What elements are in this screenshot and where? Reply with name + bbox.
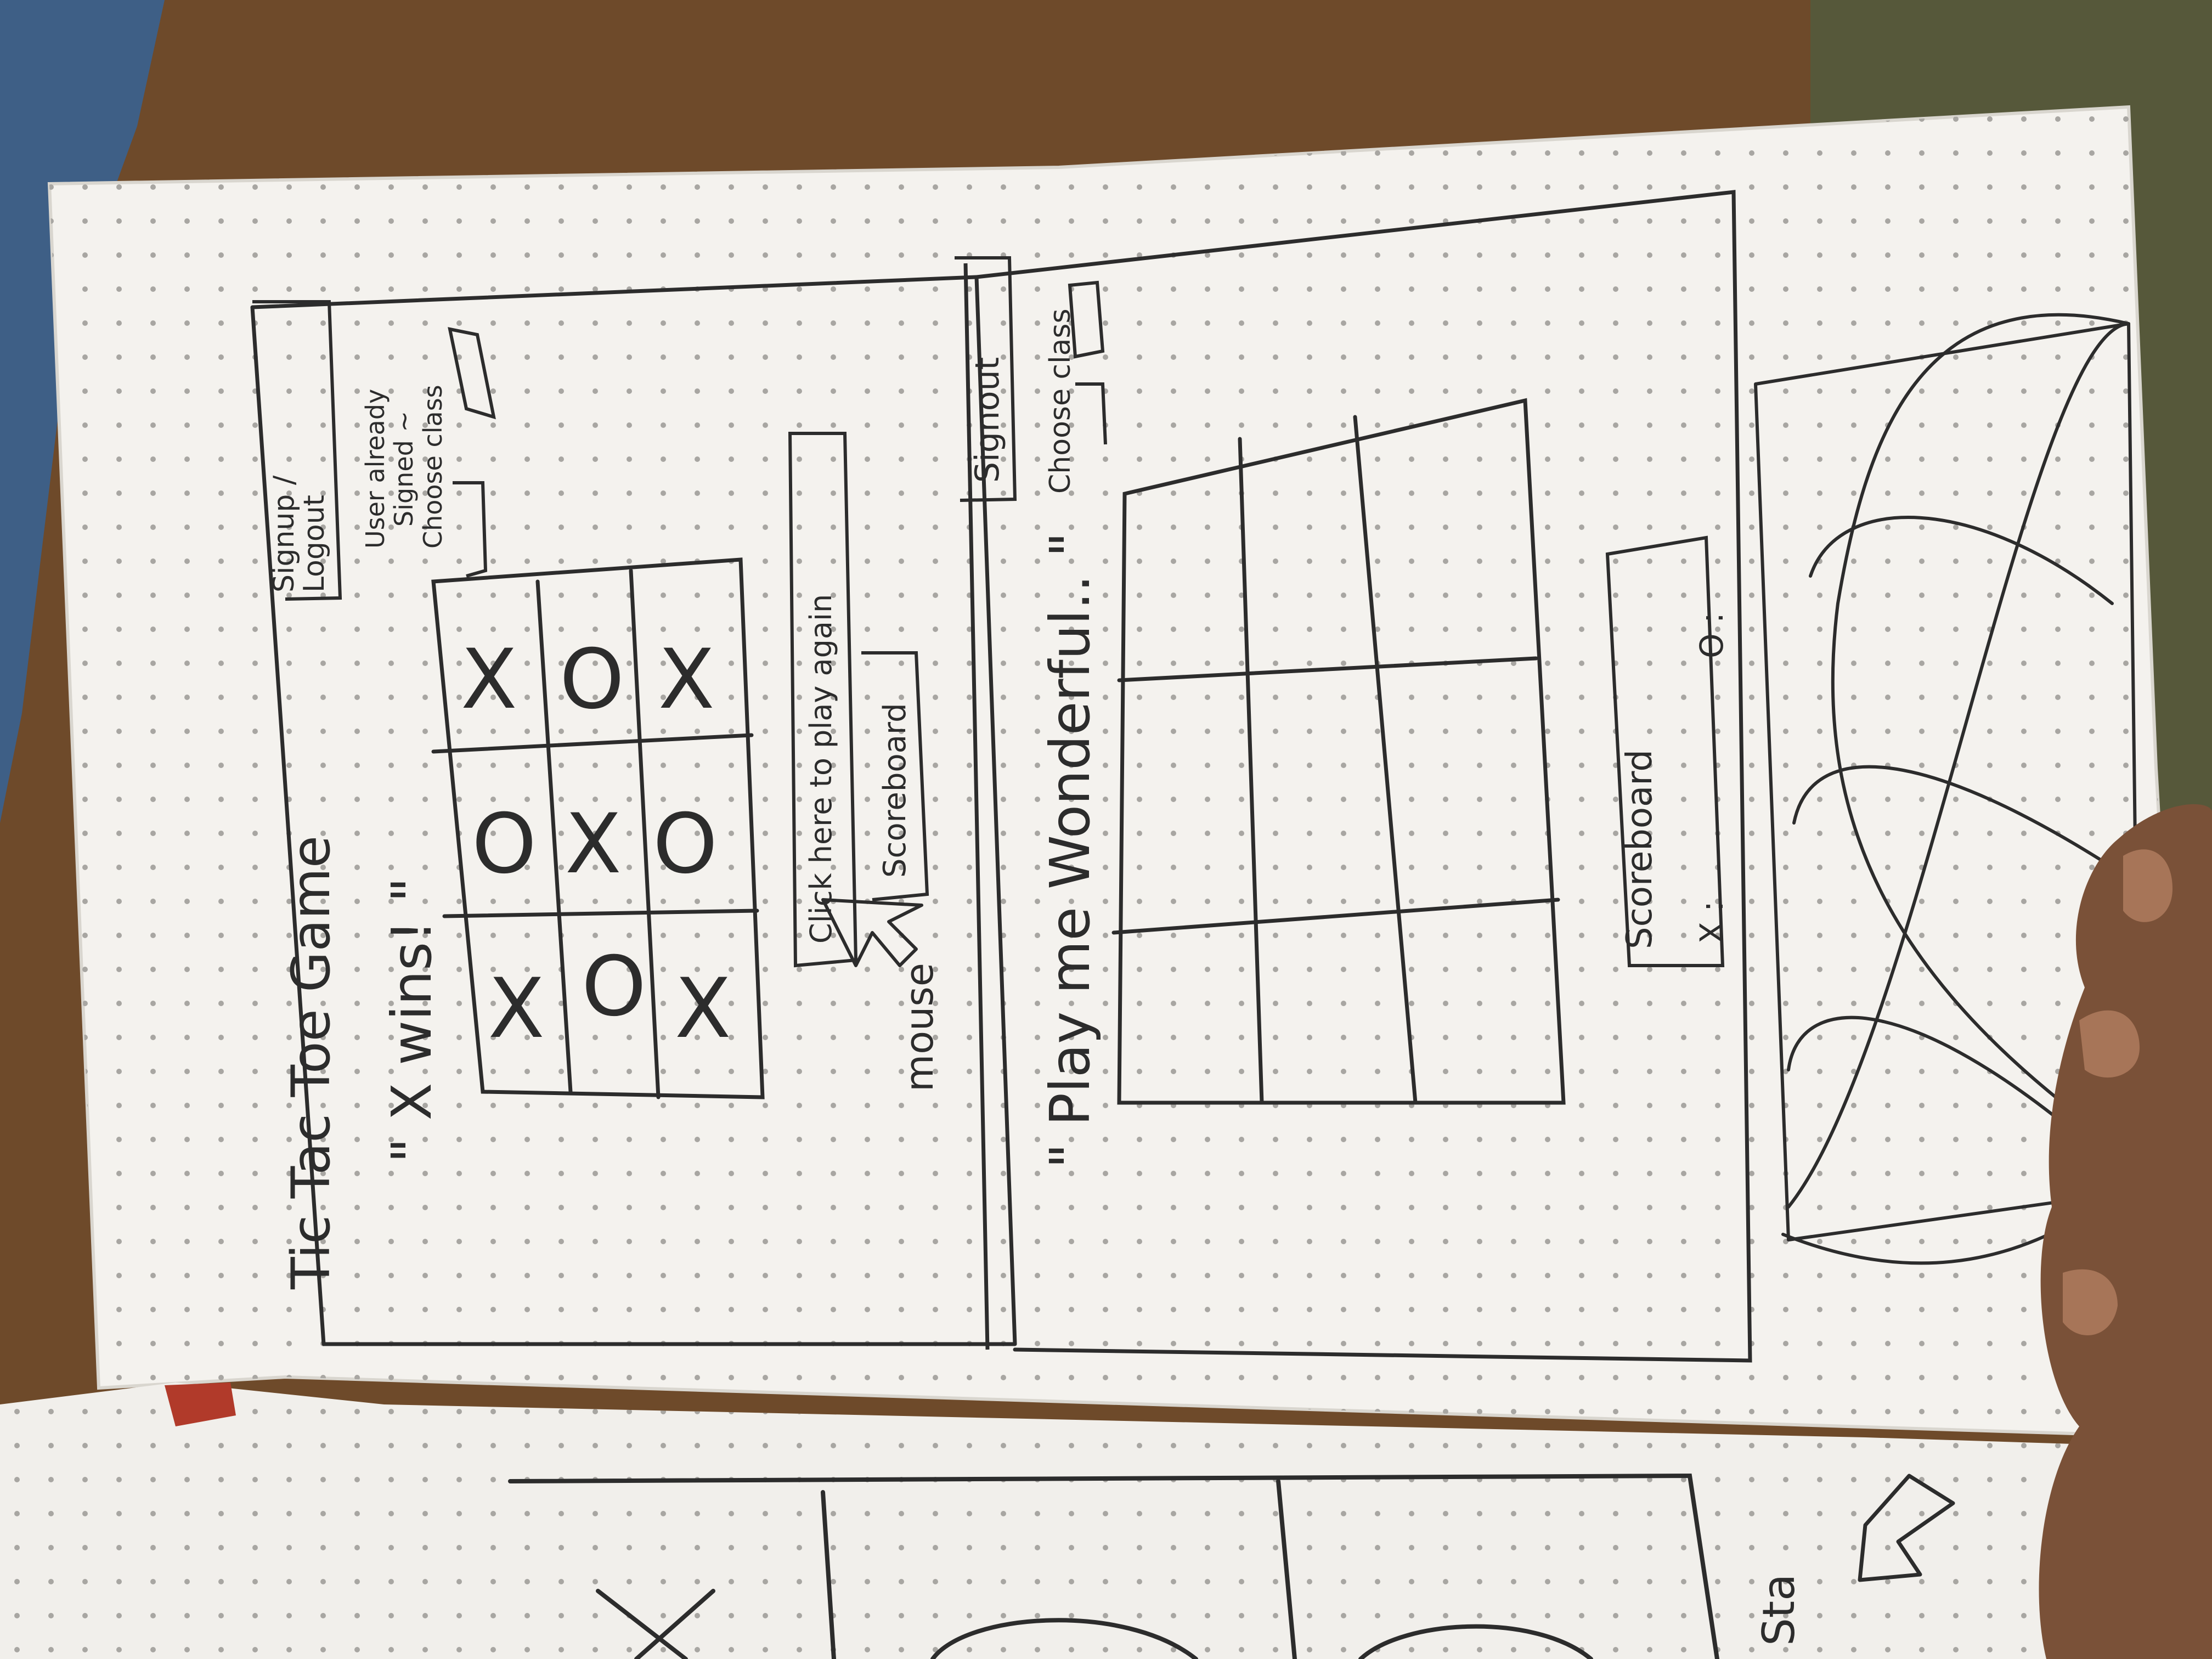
- choose-class-text: Choose class: [1044, 308, 1077, 494]
- svg-text:X :: X :: [1693, 901, 1730, 944]
- lower-page-dots: [0, 1383, 2212, 1659]
- board-cell[interactable]: O: [582, 939, 646, 1035]
- partial-text: Sta: [1753, 1574, 1804, 1646]
- svg-text:Signup /: Signup /: [268, 475, 301, 592]
- svg-text:Choose class: Choose class: [418, 385, 448, 549]
- cursor-arrow-icon: [821, 898, 923, 967]
- svg-text:Choose class: Choose class: [1044, 308, 1077, 494]
- svg-text:Sta: Sta: [1753, 1574, 1804, 1646]
- board-cell[interactable]: O: [560, 632, 624, 727]
- scoreboard-panel: Scoreboard X : O :: [1605, 535, 1730, 967]
- svg-text:" Play me Wonderful.. ": " Play me Wonderful.. ": [1038, 532, 1102, 1169]
- screen1-frame: [250, 275, 1017, 1346]
- svg-text:Logout: Logout: [298, 495, 331, 592]
- mouse-label: mouse: [897, 963, 942, 1092]
- svg-text:Scoreboard: Scoreboard: [877, 703, 913, 878]
- checkbox-icon[interactable]: [1068, 280, 1105, 359]
- board-cell[interactable]: X: [488, 961, 545, 1057]
- down-left-arrow-icon: [1858, 1474, 1955, 1582]
- svg-text:mouse: mouse: [897, 963, 942, 1092]
- scoreboard-button[interactable]: Scoreboard: [861, 651, 929, 901]
- checkbox-icon[interactable]: [1075, 382, 1107, 445]
- board-cell[interactable]: X: [565, 797, 622, 892]
- board-marks: X O X O X O X O X: [461, 632, 731, 1057]
- phone-device: [0, 0, 165, 823]
- screen1-result-text: " X wins! ": [380, 877, 444, 1163]
- svg-text:Tic Tac Toe Game: Tic Tac Toe Game: [280, 836, 342, 1290]
- board-cell[interactable]: O: [653, 797, 718, 892]
- screen1-title: Tic Tac Toe Game: [280, 836, 342, 1290]
- screen2-frame: [974, 190, 1752, 1363]
- already-signed-text: User already Signed ~ Choose class: [360, 385, 448, 549]
- board-cell[interactable]: X: [658, 632, 715, 727]
- svg-text:" X wins! ": " X wins! ": [380, 877, 444, 1163]
- signup-logout-button[interactable]: Signup / Logout: [252, 300, 342, 601]
- screen-divider: [963, 263, 990, 1350]
- svg-text:User already: User already: [360, 389, 390, 549]
- red-cover-edge: [165, 1383, 236, 1426]
- board-cell[interactable]: X: [461, 632, 517, 727]
- svg-text:O :: O :: [1693, 612, 1730, 658]
- svg-text:Click here to play again: Click here to play again: [804, 594, 838, 944]
- game-board: [431, 557, 765, 1099]
- board-cell[interactable]: O: [472, 797, 537, 892]
- lower-page-sketch: [508, 1473, 1719, 1659]
- checkbox-icon[interactable]: [453, 481, 488, 578]
- hand: [2039, 804, 2212, 1659]
- svg-text:Signout: Signout: [968, 357, 1007, 483]
- empty-game-board: [1111, 398, 1566, 1105]
- board-cell[interactable]: X: [675, 961, 731, 1057]
- play-again-button[interactable]: Click here to play again: [788, 432, 858, 968]
- checkbox-icon[interactable]: [448, 327, 496, 420]
- svg-text:Scoreboard: Scoreboard: [1620, 749, 1660, 949]
- svg-text:Signed ~: Signed ~: [389, 411, 419, 527]
- signout-button[interactable]: Signout: [955, 256, 1017, 502]
- screen2-prompt-text: " Play me Wonderful.. ": [1038, 532, 1102, 1169]
